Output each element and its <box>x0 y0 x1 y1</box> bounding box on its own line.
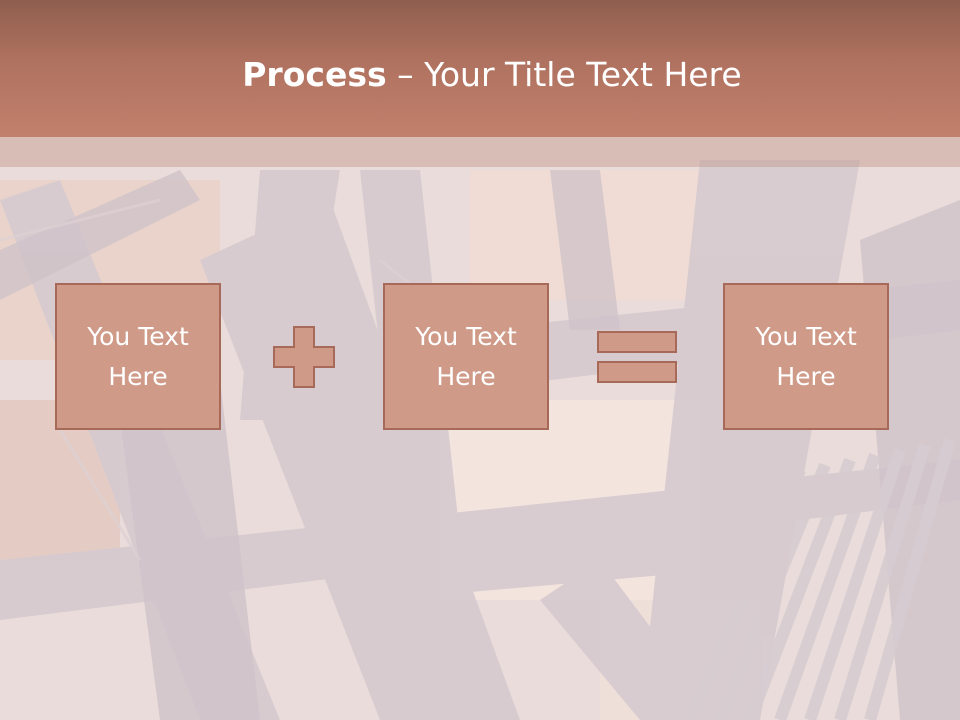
equals-icon <box>597 331 677 383</box>
slide-title: Process – Your Title Text Here <box>0 52 960 98</box>
text-box-3-content: You Text Here <box>736 317 876 397</box>
text-box-3-line1: You Text <box>755 321 857 351</box>
title-bold: Process <box>242 55 387 94</box>
text-box-2-line2: Here <box>436 361 496 391</box>
text-box-2-content: You Text Here <box>396 317 536 397</box>
text-box-1-content: You Text Here <box>68 317 208 397</box>
title-rest: – Your Title Text Here <box>386 55 742 94</box>
title-bar <box>0 0 960 137</box>
text-box-3-line2: Here <box>776 361 836 391</box>
text-box-1-line2: Here <box>108 361 168 391</box>
plus-icon <box>273 326 335 388</box>
text-box-2: You Text Here <box>383 283 549 430</box>
title-band <box>0 137 960 167</box>
text-box-1-line1: You Text <box>87 321 189 351</box>
text-box-3: You Text Here <box>723 283 889 430</box>
text-box-2-line1: You Text <box>415 321 517 351</box>
text-box-1: You Text Here <box>55 283 221 430</box>
